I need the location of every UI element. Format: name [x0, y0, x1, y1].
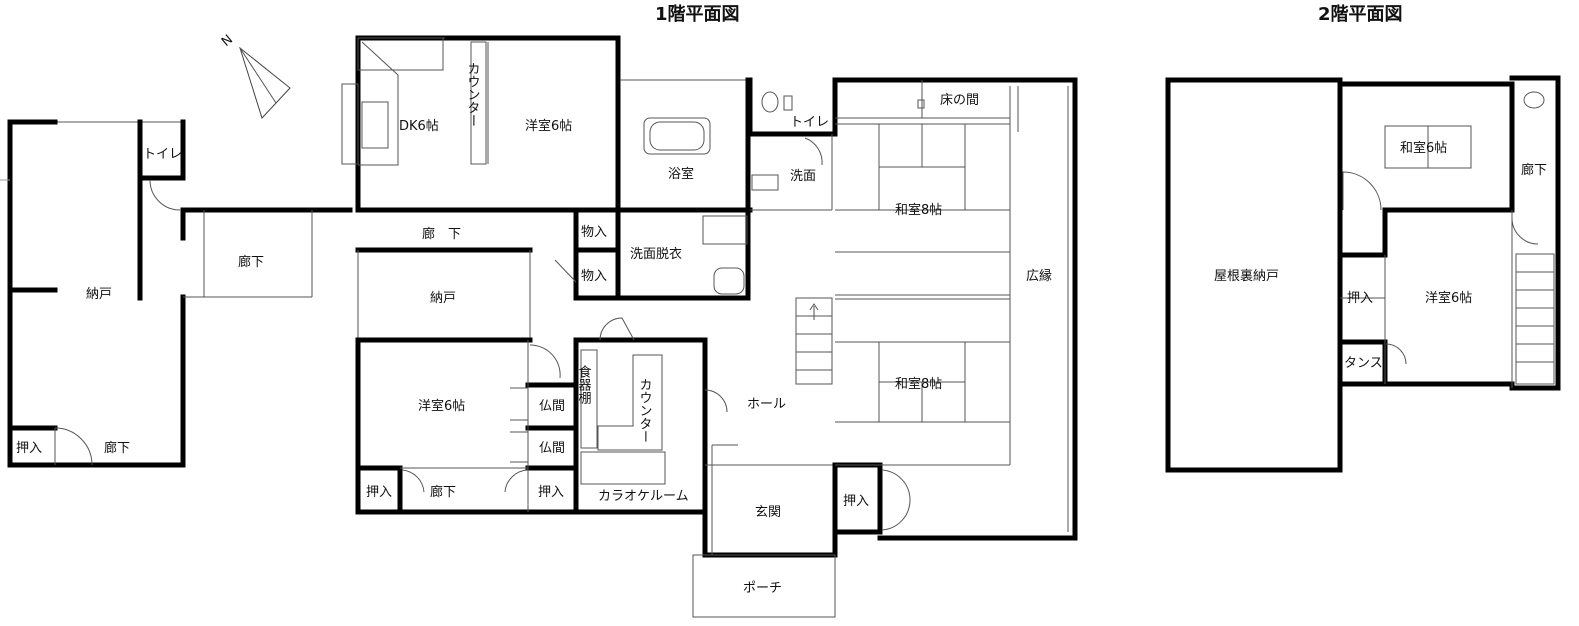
label-counter-karaoke: カウンター — [637, 378, 652, 443]
floor2-walls — [1165, 75, 1561, 473]
room-nando-left: 納戸 — [86, 287, 112, 302]
compass-label: N — [219, 32, 236, 50]
room-hallway-left: 廊下 — [238, 254, 264, 270]
room-nando-center: 納戸 — [430, 291, 456, 306]
center-block-walls — [355, 247, 579, 515]
label-counter-kitchen: カウンター — [465, 62, 480, 127]
karaoke-block-walls — [573, 317, 728, 515]
label-shokkidana: 食器棚 — [576, 364, 592, 404]
room-butsuma-1: 仏間 — [539, 399, 565, 414]
room-tokonoma: 床の間 — [940, 93, 979, 108]
room-washitsu-bottom: 和室8帖 — [895, 376, 942, 392]
floor1-title: 1階平面図 — [655, 4, 740, 25]
floor2-title: 2階平面図 — [1318, 4, 1403, 25]
room-butsuma-2: 仏間 — [539, 441, 565, 456]
room-senmen: 洗面 — [790, 169, 816, 184]
room-oshiire-2f: 押入 — [1347, 291, 1373, 306]
room-hirobuchi: 広縁 — [1026, 268, 1052, 284]
room-toilet-center: トイレ — [790, 115, 829, 130]
room-hallway-2f: 廊下 — [1521, 162, 1547, 178]
room-yoshitsu-top: 洋室6帖 — [525, 118, 572, 134]
room-yoshitsu-bottom: 洋室6帖 — [418, 398, 465, 414]
room-porch: ポーチ — [743, 581, 782, 596]
north-arrow-icon: N — [219, 32, 291, 119]
room-hallway-bottom: 廊下 — [430, 484, 456, 500]
washitsu-block-walls — [832, 77, 1078, 541]
room-dk: DK6帖 — [399, 119, 439, 134]
room-washitsu-2f: 和室6帖 — [1400, 140, 1447, 156]
room-washitsu-top: 和室8帖 — [895, 202, 942, 218]
room-genkan: 玄関 — [755, 505, 781, 520]
room-oshiire-bottom-left: 押入 — [366, 485, 392, 500]
room-yoshitsu-2f: 洋室6帖 — [1425, 290, 1472, 306]
room-tansu-2f: タンス — [1344, 356, 1383, 371]
room-oshiire-bottom-mid: 押入 — [538, 485, 564, 500]
room-hall: ホール — [747, 397, 786, 412]
room-hallway-center: 廊 下 — [422, 226, 461, 242]
room-oshiire-left: 押入 — [16, 441, 42, 456]
room-monoire-1: 物入 — [581, 225, 607, 240]
room-toilet-left: トイレ — [143, 147, 182, 162]
room-oshiire-genkan: 押入 — [843, 494, 869, 509]
dk-block-walls — [341, 35, 621, 301]
room-bath: 浴室 — [668, 166, 694, 182]
room-hallway-left-bottom: 廊下 — [104, 440, 130, 456]
room-senmen-datsui: 洗面脱衣 — [630, 246, 682, 262]
hall-block-walls — [692, 297, 838, 618]
room-attic-nando: 屋根裏納戸 — [1214, 269, 1279, 284]
bath-block-walls — [554, 77, 838, 301]
left-wing-walls — [0, 119, 353, 468]
room-monoire-2: 物入 — [581, 269, 607, 284]
room-karaoke: カラオケルーム — [598, 489, 689, 504]
